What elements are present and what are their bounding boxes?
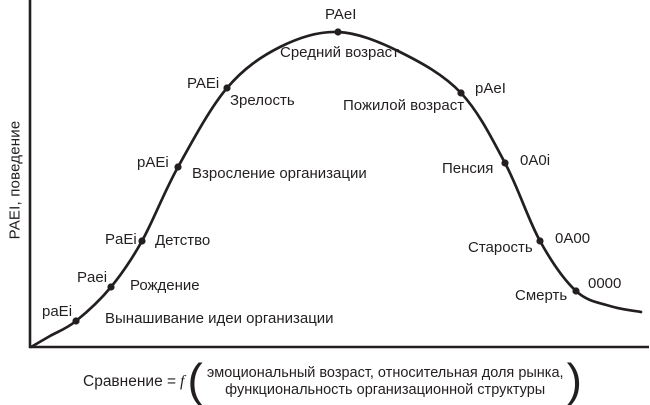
open-parenthesis: ( — [187, 354, 203, 405]
formula-argument-line2: функциональность организационной структу… — [225, 382, 546, 398]
stage-name-label: Вынашивание идеи организации — [105, 310, 334, 327]
stage-name-label: Средний возраст — [280, 44, 400, 61]
stage-name-label: Пожилой возраст — [343, 97, 465, 114]
lifecycle-curve-path — [29, 30, 643, 349]
stage-dot-PaEi — [138, 237, 146, 245]
comparison-formula: Сравнение = f ( эмоциональный возраст, о… — [83, 354, 582, 405]
stage-dot-pAeI — [457, 89, 465, 97]
stage-dot-paEi — [72, 317, 80, 325]
formula-prefix: Сравнение = — [83, 373, 177, 390]
stage-name-label: Детство — [155, 232, 211, 249]
formula-function-symbol: f — [180, 373, 185, 390]
paei-code-label-pAEi: pAEi — [137, 154, 169, 171]
paei-code-label-0000: 0000 — [588, 275, 622, 292]
stage-name-label: Старость — [468, 239, 533, 256]
stage-dot-PAeI — [334, 28, 342, 36]
paei-code-label-PAeI: PAeI — [325, 6, 357, 23]
stage-name-label: Смерть — [515, 287, 568, 304]
stage-dot-0A0i — [501, 159, 509, 167]
stage-dot-0A00 — [536, 237, 544, 245]
formula-arguments: эмоциональный возраст, относительная дол… — [207, 365, 564, 400]
stage-name-label: Взросление организации — [192, 165, 367, 182]
formula-argument-line1: эмоциональный возраст, относительная дол… — [206, 364, 564, 381]
stage-dot-PAEi — [223, 84, 231, 92]
paei-code-label-Paei: Paei — [77, 269, 108, 286]
stage-dot-0000 — [572, 287, 580, 295]
paei-code-label-0A00: 0A00 — [555, 230, 591, 247]
paei-code-label-0A0i: 0A0i — [520, 152, 551, 169]
stage-name-label: Рождение — [130, 277, 200, 294]
stage-dot-pAEi — [174, 163, 182, 171]
stage-dots — [72, 28, 580, 325]
close-parenthesis: ) — [566, 354, 582, 405]
stage-name-label: Пенсия — [442, 160, 494, 177]
paei-code-label-paEi: paEi — [42, 303, 73, 320]
stage-name-label: Зрелость — [230, 92, 295, 109]
paei-code-label-PaEi: PaEi — [105, 231, 137, 248]
y-axis-label: PAEI, поведение — [6, 120, 24, 240]
paei-code-label-PAEi: PAEi — [187, 75, 220, 92]
paei-code-label-pAeI: pAeI — [475, 80, 506, 97]
stage-dot-Paei — [107, 283, 115, 291]
